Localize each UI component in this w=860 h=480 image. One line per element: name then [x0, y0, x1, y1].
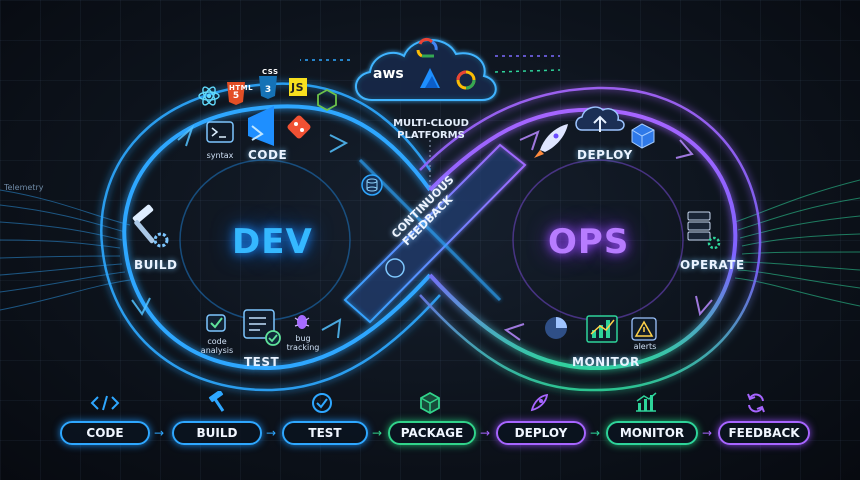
git-icon [287, 115, 311, 139]
database-icon [366, 178, 378, 192]
code-icon [90, 393, 120, 417]
pipeline-step-test[interactable]: TEST [282, 421, 368, 445]
cloud-upload-icon [575, 106, 625, 132]
crossing-band-back [358, 158, 502, 302]
pipeline-arrow-icon: → [266, 426, 277, 440]
bug-tracking-label: bug tracking [286, 334, 320, 352]
aws-logo: aws [373, 66, 404, 82]
pipeline-step-feedback[interactable]: FEEDBACK [718, 421, 810, 445]
terminal-icon [206, 121, 234, 143]
syntax-label: syntax [206, 151, 234, 160]
pipeline-step-code[interactable]: CODE [60, 421, 150, 445]
pipeline-arrow-icon: → [154, 426, 165, 440]
dev-loop [100, 82, 441, 392]
hammer-gear-icon [132, 204, 169, 248]
azure-icon [420, 68, 440, 88]
dev-label: DEV [232, 222, 313, 262]
refresh-icon [744, 391, 768, 419]
alerts-label: alerts [633, 342, 657, 351]
data-stream-right [734, 179, 860, 307]
container-icon [631, 123, 655, 149]
css3-icon-label: CSS [262, 68, 279, 76]
css3-icon: 3 [259, 76, 277, 99]
pipeline-step-build[interactable]: BUILD [172, 421, 262, 445]
pipeline-step-deploy[interactable]: DEPLOY [496, 421, 586, 445]
pipeline-arrow-icon: → [702, 426, 713, 440]
svg-text:3: 3 [265, 85, 271, 95]
bug-icon [294, 315, 310, 329]
html5-icon: 5 [227, 82, 245, 105]
database-icon-bg [361, 174, 383, 196]
chart-icon [634, 391, 658, 417]
test-checklist-icon [243, 309, 281, 346]
javascript-icon-label: JS [291, 81, 305, 94]
hammer-icon [205, 389, 229, 417]
telemetry-label: Telemetry [4, 183, 44, 192]
svg-text:5: 5 [233, 91, 239, 101]
rocket-icon [528, 392, 550, 418]
vscode-icon [248, 106, 274, 146]
multi-cloud-label: MULTI-CLOUD PLATFORMS [393, 118, 469, 141]
ops-loop [419, 86, 762, 392]
stage-monitor: MONITOR [572, 355, 640, 369]
rocket-icon [534, 124, 568, 158]
package-icon [418, 391, 442, 419]
react-icon [198, 86, 220, 106]
stage-test: TEST [244, 355, 280, 369]
code-analysis-label: code analysis [200, 337, 234, 355]
pie-chart-icon [545, 317, 567, 339]
pipeline-arrow-icon: → [590, 426, 601, 440]
bar-chart-icon [586, 315, 618, 343]
server-rack-icon [687, 211, 721, 250]
pipeline-arrow-icon: → [372, 426, 383, 440]
pipeline-step-monitor[interactable]: MONITOR [606, 421, 698, 445]
feedback-cycle-icon [385, 258, 405, 278]
stage-code: CODE [248, 148, 288, 162]
google-cloud-icon [456, 70, 476, 90]
alert-icon [631, 317, 657, 341]
dev-loop-chevrons [131, 124, 349, 339]
html5-icon-label: HTML [229, 84, 254, 92]
cloud-link-right-2 [494, 69, 561, 73]
check-circle-icon [310, 391, 334, 419]
stage-deploy: DEPLOY [577, 148, 633, 162]
google-cloud-icon [416, 37, 438, 58]
data-stream-left [0, 189, 131, 311]
javascript-icon-bg [289, 78, 307, 96]
pipeline-arrow-icon: → [480, 426, 491, 440]
stage-operate: OPERATE [680, 258, 745, 272]
ops-loop-chevrons [503, 130, 713, 341]
code-analysis-icon [206, 314, 226, 332]
stage-build: BUILD [134, 258, 178, 272]
nodejs-icon [317, 88, 337, 112]
ops-label: OPS [548, 222, 630, 262]
pipeline-step-package[interactable]: PACKAGE [388, 421, 476, 445]
